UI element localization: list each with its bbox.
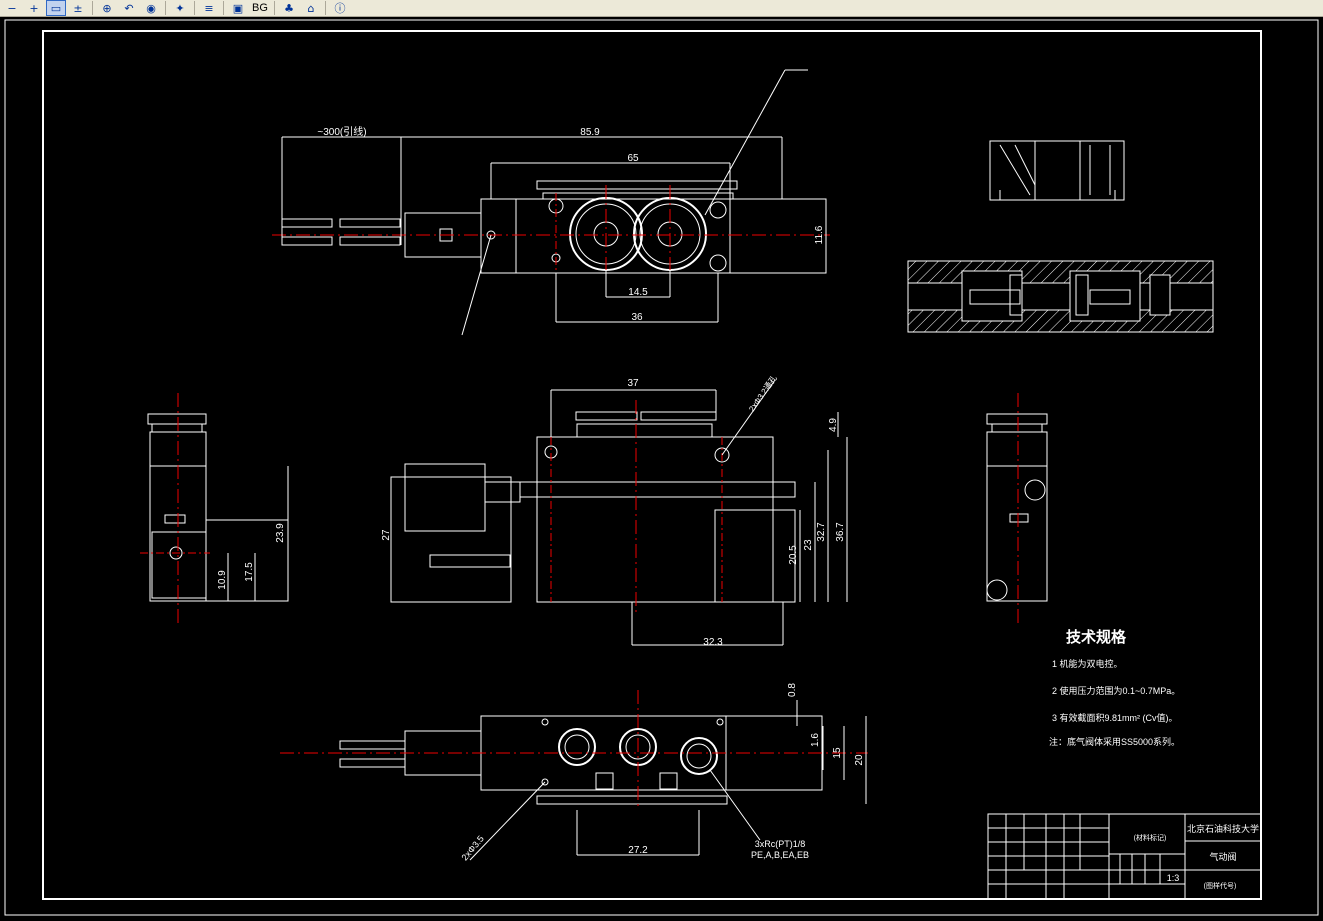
- zoom-in-icon[interactable]: +: [29, 1, 39, 15]
- right-side-view: [986, 393, 1048, 627]
- dim-23: 23: [803, 539, 814, 551]
- dim-0-8: 0.8: [787, 683, 798, 697]
- zoom-window-icon[interactable]: ▭: [46, 0, 66, 16]
- home-icon[interactable]: ⌂: [307, 1, 315, 15]
- zoom-previous-icon[interactable]: ↶: [124, 1, 134, 15]
- zoom-extents-icon[interactable]: ⊕: [102, 1, 112, 15]
- valve-symbol: [989, 140, 1125, 201]
- tech-note-2: 2 使用压力范围为0.1~0.7MPa。: [1052, 685, 1180, 696]
- title-block: [987, 813, 1262, 900]
- dim-17-5: 17.5: [244, 562, 255, 582]
- dim-300: ~300(引线): [317, 125, 366, 138]
- dim-4-9: 4.9: [828, 418, 839, 432]
- cad-toolbar: − + ▭ ± ⊕ ↶ ◉ ✦ ≡ ▣ BG ♣ ⌂ ⓘ: [0, 0, 1323, 17]
- print-icon[interactable]: ▣: [232, 1, 244, 15]
- hole-note-front: 2xΦ3.2通孔: [746, 373, 778, 413]
- dim-11-6: 11.6: [814, 225, 825, 244]
- zoom-out-icon[interactable]: −: [7, 1, 17, 15]
- toolbar-separator: [194, 1, 195, 15]
- title-scale: 1:3: [1167, 873, 1180, 883]
- dim-20-5: 20.5: [788, 545, 799, 565]
- tech-spec-title: 技术规格: [1066, 628, 1127, 646]
- title-school: 北京石油科技大学: [1187, 823, 1259, 834]
- dim-15: 15: [832, 747, 843, 759]
- dim-14-5: 14.5: [628, 287, 648, 298]
- toolbar-separator: [223, 1, 224, 15]
- bg-button[interactable]: BG: [252, 2, 268, 14]
- cad-drawing-canvas[interactable]: ~300(引线) 85.9 65 14.5 36 11.6 37 4.9 27 …: [0, 17, 1323, 921]
- port-note-1: 3xRc(PT)1/8: [755, 839, 806, 849]
- dim-23-9: 23.9: [275, 523, 286, 543]
- dim-32-7: 32.7: [816, 522, 827, 542]
- dim-10-9: 10.9: [217, 570, 228, 590]
- tech-note-1: 1 机能为双电控。: [1052, 658, 1123, 669]
- toolbar-separator: [325, 1, 326, 15]
- section-view: [907, 260, 1214, 333]
- dim-20: 20: [854, 754, 865, 766]
- port-note-2: PE,A,B,EA,EB: [751, 850, 809, 860]
- toolbar-separator: [165, 1, 166, 15]
- dim-36-7: 36.7: [835, 522, 846, 542]
- layers-icon[interactable]: ≡: [204, 1, 214, 15]
- dim-27-2: 27.2: [628, 845, 648, 856]
- sheet-border: [4, 19, 1319, 916]
- bottom-view: [280, 690, 868, 861]
- dim-37: 37: [627, 378, 639, 389]
- toolbar-separator: [274, 1, 275, 15]
- front-view: [390, 379, 848, 646]
- top-view: [272, 69, 830, 336]
- tech-note-4: 注：底气阀体采用SS5000系列。: [1049, 736, 1180, 747]
- dim-1-6: 1.6: [810, 733, 821, 747]
- dim-85-9: 85.9: [580, 127, 600, 138]
- dim-27: 27: [381, 529, 392, 541]
- title-drawing-no: (图样代号): [1204, 881, 1237, 890]
- dim-32-3: 32.3: [703, 637, 723, 648]
- drawing-frame: [42, 30, 1262, 900]
- info-icon[interactable]: ⓘ: [334, 2, 346, 15]
- view-icon[interactable]: ◉: [146, 1, 156, 15]
- zoom-realtime-icon[interactable]: ±: [73, 1, 83, 15]
- dim-65: 65: [627, 153, 639, 164]
- pan-icon[interactable]: ✦: [175, 1, 185, 15]
- toolbar-separator: [92, 1, 93, 15]
- tech-note-3: 3 有效截面积9.81mm² (Cv值)。: [1052, 712, 1178, 723]
- title-material: (材料标记): [1134, 833, 1167, 842]
- tree-icon[interactable]: ♣: [284, 1, 294, 15]
- title-part-name: 气动阀: [1209, 851, 1236, 862]
- left-side-view: [140, 393, 289, 627]
- dim-36: 36: [631, 312, 643, 323]
